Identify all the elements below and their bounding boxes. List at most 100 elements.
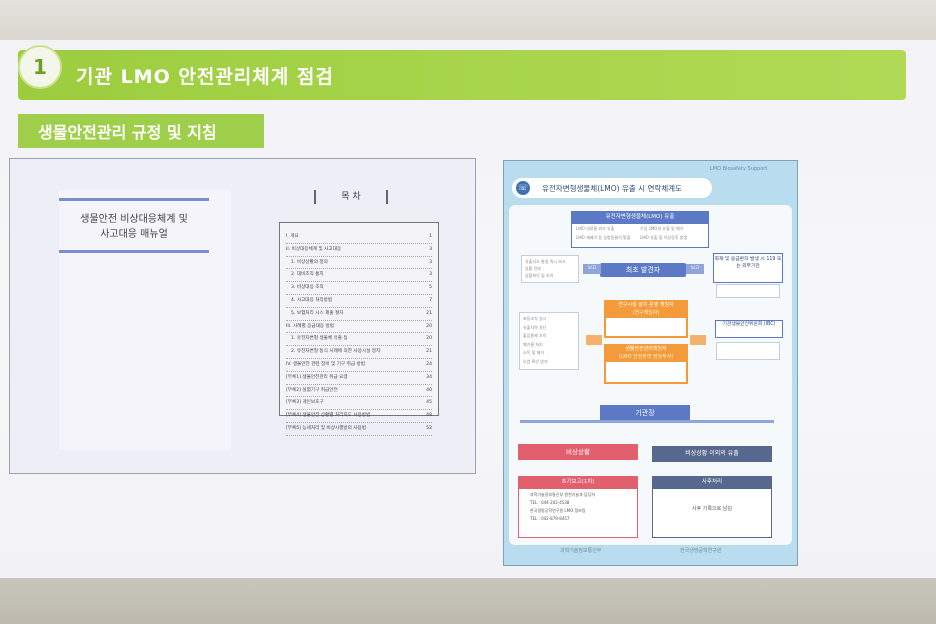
toc-label: 5. 보험처리 시스 제출 절차 [291,310,344,316]
toc-page: 3 [429,259,432,265]
toc-label: [부록2] 실험기구 취급안전 [286,387,338,393]
toc-page: 3 [429,272,432,278]
lab-manager-box: 연구시설 설치·운영 책임자 (연구책임자) [604,300,688,316]
toc-label: 2. 대비조직 통지 [291,272,324,278]
cover-title: 생물안전 비상대응체계 및 사고대응 매뉴얼 [59,212,209,242]
toc-page: 3 [429,246,432,252]
toc-row: 1. 유전자변형 생물체 유출 등 20 [286,333,432,347]
toc-page: 20 [426,336,432,342]
toc-row: [부록4] 생물안전 상황별 처리지도 사용방법 48 [286,410,432,423]
toc-row: III. 사례별 응급대응 방법 20 [286,321,432,334]
biosafety-officer-title: 생물안전관리책임자 [625,346,667,352]
left-action-3: 상황파악 및 조치 [525,273,554,278]
cover-top-rule [59,198,209,201]
toc-row: 3. 비상대응 조직 5 [286,282,432,295]
ibc-contact [716,342,780,360]
toc-label: I. 개요 [286,234,299,239]
toc-page: 24 [426,361,432,367]
toc-row: 5. 보험처리 시스 제출 절차 21 [286,308,432,321]
toc-page: 40 [426,387,432,393]
left-action2-item: 유출지역 차단 [523,324,547,330]
cover-title-line1: 생물안전 비상대응체계 및 [80,214,188,225]
toc-row: II. 비상대응체계 및 사고대응 3 [286,244,432,257]
toc-label: IV. 생물안전 관련 장비 및 기구 취급 방법 [286,361,365,367]
lmo-leak-box-body [571,223,709,248]
lab-manager-contact [604,316,688,338]
left-action2-item: 폐기물 처리 [523,341,543,347]
report-right-arrow: 보고 [686,264,704,274]
title-bar [18,50,906,100]
lmo-leak-item-2: LMO 재배기 등 실험동물의 탈출 [576,235,631,240]
toc-page: 45 [426,400,432,406]
toc-page: 5 [429,285,432,291]
toc-row: [부록3] 개인보호구 45 [286,397,432,411]
toc-label: 1. 비상상황의 정의 [291,259,328,265]
toc-label: 1. 유전자변형 생물체 유출 등 [291,336,348,342]
left-actions-box-2 [519,312,579,370]
left-side-arrow [586,335,602,345]
biosafety-officer-contact [604,360,688,384]
toc-label: [부록5] 능세처리 및 비상시행방의 사용법 [286,425,366,431]
toc-heading: 목 차 [314,190,388,204]
toc-label: [부록3] 개인보호구 [286,400,324,406]
toc-page: 48 [426,413,432,419]
cover-bottom-rule [59,250,209,253]
initial-report-title: 초기보고(1차) [518,476,638,488]
toc-label: III. 사례별 응급대응 방법 [286,323,334,329]
toc-page: 20 [426,323,432,329]
follow-up-body: 사후 기록으로 남김 [652,488,772,538]
toc-row: [부록2] 실험기구 취급안전 40 [286,385,432,398]
biosafety-officer-sub: (LMO 안전관리 담당부서) [618,354,674,360]
right-side-arrow [690,335,706,345]
toc-row: [부록5] 능세처리 및 비상시행방의 사용법 52 [286,423,432,436]
footer-ministry: 과학기술정보통신부 [560,548,602,554]
toc-label: II. 비상대응체계 및 사고대응 [286,246,342,252]
left-action-1: 유출사고 발생 즉시 보고 [525,259,566,264]
emergency-box: 비상상황 [518,444,638,460]
left-action-2: 상황 전파 [525,266,541,271]
wall-background [0,0,936,42]
toc-row: 2. 대비조직 통지 3 [286,269,432,283]
toc-page: 52 [426,425,432,431]
toc-row: 2. 유전자변형 동식 사례에 의한 사용시설 정지 21 [286,346,432,359]
phone-icon: ☏ [516,181,530,195]
split-line [520,420,774,423]
follow-up-title: 사후처리 [652,476,772,488]
poster-top-label: LMO Biosafety Support [710,166,768,172]
lab-manager-title: 연구시설 설치·운영 책임자 [618,302,674,308]
toc-page: 34 [426,374,432,380]
initial-report-line: 한국생명공학연구원 LMO 정보팀 [530,508,586,513]
initial-report-line: 과학기술정보통신부 원천기술과 담당자 [530,492,596,497]
toc-page: 21 [426,349,432,355]
floor-background [0,578,936,624]
toc-label: [부록4] 생물안전 상황별 처리지도 사용방법 [286,413,371,419]
toc-label: 2. 유전자변형 동식 사례에 의한 사용시설 정지 [291,349,381,355]
lab-manager-sub: (연구책임자) [632,310,660,316]
left-actions-box-1 [521,255,579,283]
first-finder-box: 최초 발견자 [600,263,686,277]
non-emergency-box: 비상상황 이외의 유출 [652,446,772,462]
toc-label: [부록1] 생물안전관리 취급 요령 [286,374,348,380]
lmo-leak-item-4: LMO 유출 및 이상징후 발생 [640,235,688,240]
toc-page: 21 [426,310,432,316]
toc-row: I. 개요 1 [286,231,432,244]
toc-label: 3. 비상대응 조직 [291,285,324,291]
footer-institute: 한국생명공학연구원 [680,548,722,554]
lmo-leak-item-3: 수입 LMO의 유출 및 폐기 [640,226,684,231]
report-left-arrow: 보고 [583,264,601,274]
emergency-119-box: 화재 및 응급환자 발생 시 119 또는 외부기관 [713,253,783,283]
left-action2-item: 출입통제 조치 [523,333,547,338]
emergency-119-contact [716,284,780,298]
cover-title-line2: 사고대응 매뉴얼 [100,229,168,240]
toc-page: 1 [429,234,432,239]
page-title: 기관 LMO 안전관리체계 점검 [76,66,334,88]
biosafety-officer-box: 생물안전관리책임자 (LMO 안전관리 담당부서) [604,344,688,360]
initial-report-line: TEL : 042-879-8457 [530,516,570,521]
section-subtitle: 생물안전관리 규정 및 지침 [18,114,264,148]
left-action2-item: 초동조치 실시 [523,316,547,321]
left-action2-item: 소독 및 제거 [523,350,544,355]
poster-header: 유전자변형생물체(LMO) 유출 시 연락체계도 [512,178,712,198]
director-box: 기관장 [600,405,690,421]
